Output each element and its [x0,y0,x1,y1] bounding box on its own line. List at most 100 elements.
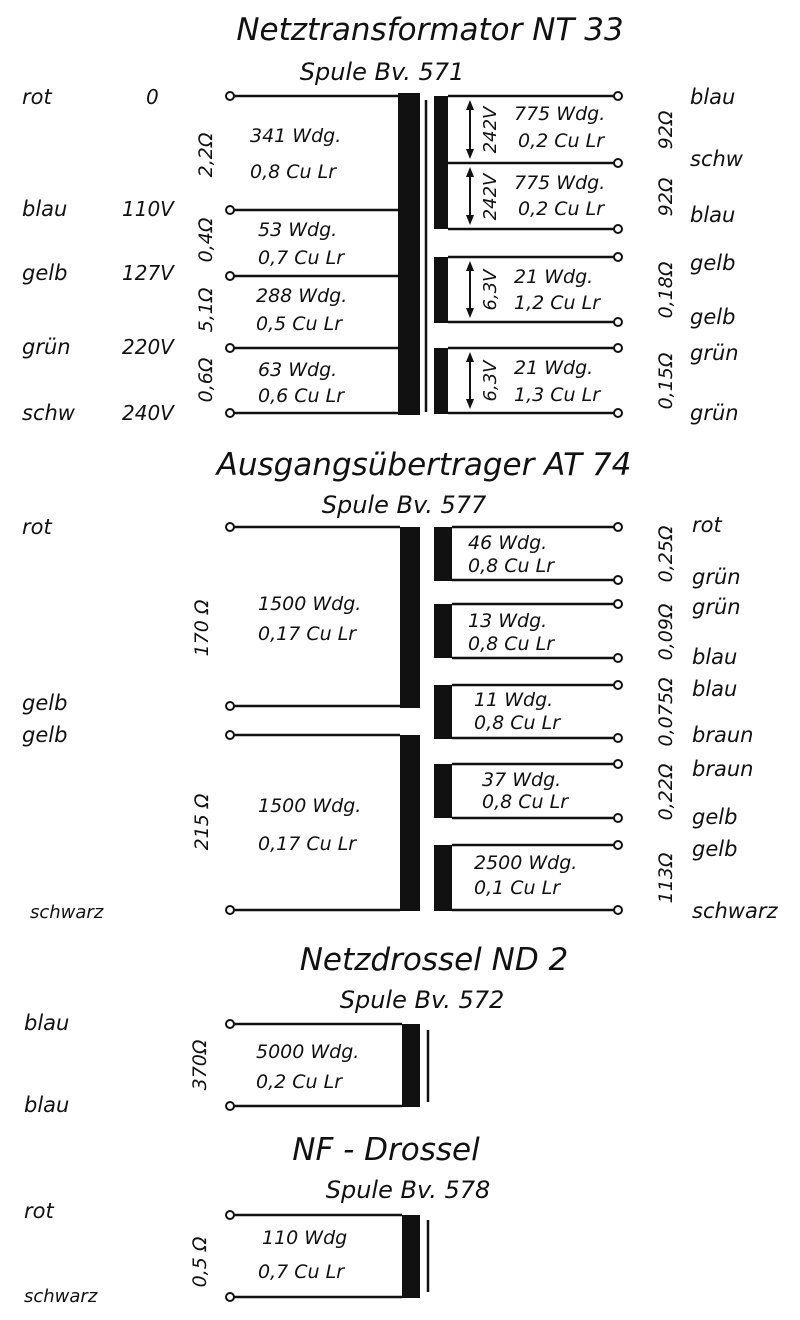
wire-spec-label: 0,8 Cu Lr [468,555,555,577]
terminal [613,224,623,234]
at74-block: Ausgangsübertrager AT 74 Spule Bv. 577 r… [22,447,778,923]
terminal [613,840,623,850]
wire-label: blau [690,85,735,109]
wire-label: gelb [22,261,67,285]
resistance-label: 0,5 Ω [189,1236,211,1287]
terminal [225,91,235,101]
wire-spec-label: 0,6 Cu Lr [258,385,345,407]
turns-label: 110 Wdg [262,1227,347,1249]
turns-label: 1500 Wdg. [258,593,361,615]
wire-label: grün [692,565,741,589]
nf-drossel-block: NF - Drossel Spule Bv. 578 rot schwarz 0… [24,1132,490,1307]
wire-spec-label: 0,8 Cu Lr [468,633,555,655]
wire-label: schw [690,147,744,171]
voltage-label: 6,3V [480,359,501,402]
wire-label: gelb [690,251,735,275]
wire-label: blau [24,1093,69,1117]
wire-label: rot [22,515,52,539]
nt33-secondary-windings [434,91,623,418]
voltage-label: 242V [480,172,501,220]
wire-label: rot [24,1199,54,1223]
wire-label: gelb [692,837,737,861]
resistance-label: 215 Ω [191,793,213,850]
turns-label: 775 Wdg. [514,172,605,194]
terminal [225,701,235,711]
wire-spec-label: 0,7 Cu Lr [258,1261,345,1283]
turns-label: 63 Wdg. [258,359,337,381]
terminal [613,813,623,823]
at74-title: Ausgangsübertrager AT 74 [215,447,632,483]
winding-bar [434,604,452,658]
at74-coil: Spule Bv. 577 [322,491,487,519]
resistance-label: 370Ω [189,1039,211,1090]
wire-label: schwarz [692,899,778,923]
wire-label: blau [24,1011,69,1035]
turns-label: 775 Wdg. [514,103,605,125]
resistance-label: 92Ω [655,177,677,216]
resistance-label: 0,6Ω [195,357,217,402]
wire-label: schwarz [30,902,104,923]
wire-label: gelb [692,805,737,829]
resistance-label: 170 Ω [191,599,213,656]
wire-label: blau [690,203,735,227]
terminal [613,522,623,532]
wire-label: gelb [22,691,67,715]
turns-label: 341 Wdg. [250,125,341,147]
resistance-label: 0,25Ω [655,525,677,582]
terminal [613,680,623,690]
wire-spec-label: 0,5 Cu Lr [256,313,343,335]
nt33-block: Netztransformator NT 33 Spule Bv. 571 ro… [22,12,744,425]
winding-bar [400,527,420,708]
terminal [225,905,235,915]
terminal [613,759,623,769]
wire-label: braun [692,757,753,781]
wire-label: gelb [22,723,67,747]
terminal [225,271,235,281]
winding-bar [434,257,448,323]
wire-label: blau [692,677,737,701]
resistance-label: 0,09Ω [655,603,677,660]
winding-bar [434,845,452,911]
wire-label: schwarz [24,1286,98,1307]
wire-label: schw [22,401,76,425]
nd2-block: Netzdrossel ND 2 Spule Bv. 572 blau blau… [24,942,568,1117]
winding-bar [434,348,448,414]
nd2-coil: Spule Bv. 572 [340,986,505,1014]
turns-label: 13 Wdg. [468,610,547,632]
nt33-core [398,93,420,415]
terminal [613,653,623,663]
resistance-label: 0,4Ω [195,217,217,262]
terminal [225,730,235,740]
nt33-coil: Spule Bv. 571 [300,58,465,86]
turns-label: 53 Wdg. [258,219,337,241]
voltage-label: 6,3V [480,268,501,311]
terminal [225,205,235,215]
wire-label: braun [692,723,753,747]
terminal [613,575,623,585]
wire-label: gelb [690,305,735,329]
terminal [613,343,623,353]
wire-spec-label: 0,17 Cu Lr [258,623,357,645]
nd2-title: Netzdrossel ND 2 [300,942,569,978]
wire-label: grün [690,401,739,425]
nt33-title: Netztransformator NT 33 [236,12,623,48]
turns-label: 1500 Wdg. [258,795,361,817]
terminal [613,317,623,327]
winding-bar [434,685,452,739]
wire-spec-label: 1,3 Cu Lr [514,384,601,406]
winding-bar [402,1024,420,1107]
wire-spec-label: 0,17 Cu Lr [258,833,357,855]
wire-label: grün [692,595,741,619]
tap-label: 0 [146,85,159,109]
tap-label: 110V [122,197,175,221]
winding-bar [434,527,452,581]
wire-label: rot [692,513,722,537]
terminal [613,158,623,168]
terminal [613,905,623,915]
turns-label: 37 Wdg. [482,769,561,791]
nt33-primary-terminals [225,91,235,418]
resistance-label: 0,075Ω [655,677,677,746]
terminal [613,599,623,609]
turns-label: 288 Wdg. [256,285,347,307]
